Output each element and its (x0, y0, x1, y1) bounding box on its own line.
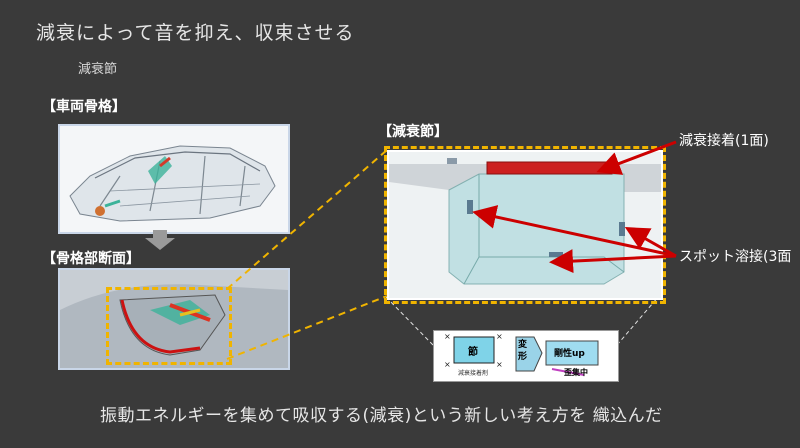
section-highlight-box (106, 287, 232, 365)
svg-text:×: × (496, 332, 503, 341)
svg-text:×: × (444, 360, 451, 369)
stiffness-text: 剛性up (554, 349, 585, 359)
deform-text: 変形 (518, 340, 528, 362)
slide-subtitle: 減衰節 (78, 62, 118, 77)
slide-title: 減衰によって音を抑え、収束させる (36, 22, 355, 44)
vehicle-frame-image (58, 124, 290, 234)
node-text: 節 (468, 347, 478, 358)
spot-weld-callout: スポット溶接(3面 (679, 249, 792, 265)
caption-text: 減衰接着剤 (458, 370, 489, 377)
damping-bond-callout: 減衰接着(1面) (679, 133, 769, 149)
bottom-caption: 振動エネルギーを集めて吸収する(減衰)という新しい考え方を 織込んだ (100, 406, 663, 426)
strain-text: 歪集中 (564, 368, 588, 377)
damping-node-label: 【減衰節】 (378, 124, 448, 140)
svg-text:×: × (444, 332, 451, 341)
vehicle-frame-label: 【車両骨格】 (42, 99, 126, 115)
node-diagram: × × × × 節 変形 剛性up 歪集中 減衰接着剤 (433, 330, 619, 382)
frame-section-label: 【骨格部断面】 (42, 251, 140, 267)
damping-highlight-box (384, 146, 666, 304)
svg-text:×: × (496, 360, 503, 369)
